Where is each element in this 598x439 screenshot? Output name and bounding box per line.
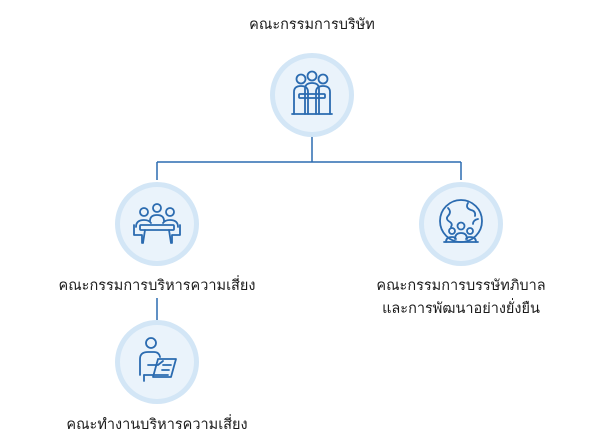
person-presenting-icon (115, 320, 199, 404)
governance-committee-node (418, 181, 504, 267)
risk-working-group-label: คณะทำงานบริหารความเสี่ยง (66, 417, 248, 433)
globe-community-icon (419, 182, 503, 266)
board-group-icon (270, 53, 354, 137)
risk-committee-node (114, 181, 200, 267)
risk-working-group-node (114, 319, 200, 405)
meeting-table-icon (115, 182, 199, 266)
governance-committee-label-line2: และการพัฒนาอย่างยั่งยืน (382, 301, 540, 317)
board-node (269, 52, 355, 138)
board-label: คณะกรรมการบริษัท (249, 17, 375, 33)
governance-committee-label-line1: คณะกรรมการบรรษัทภิบาล (376, 278, 546, 294)
risk-committee-label: คณะกรรมการบริหารความเสี่ยง (58, 278, 256, 294)
